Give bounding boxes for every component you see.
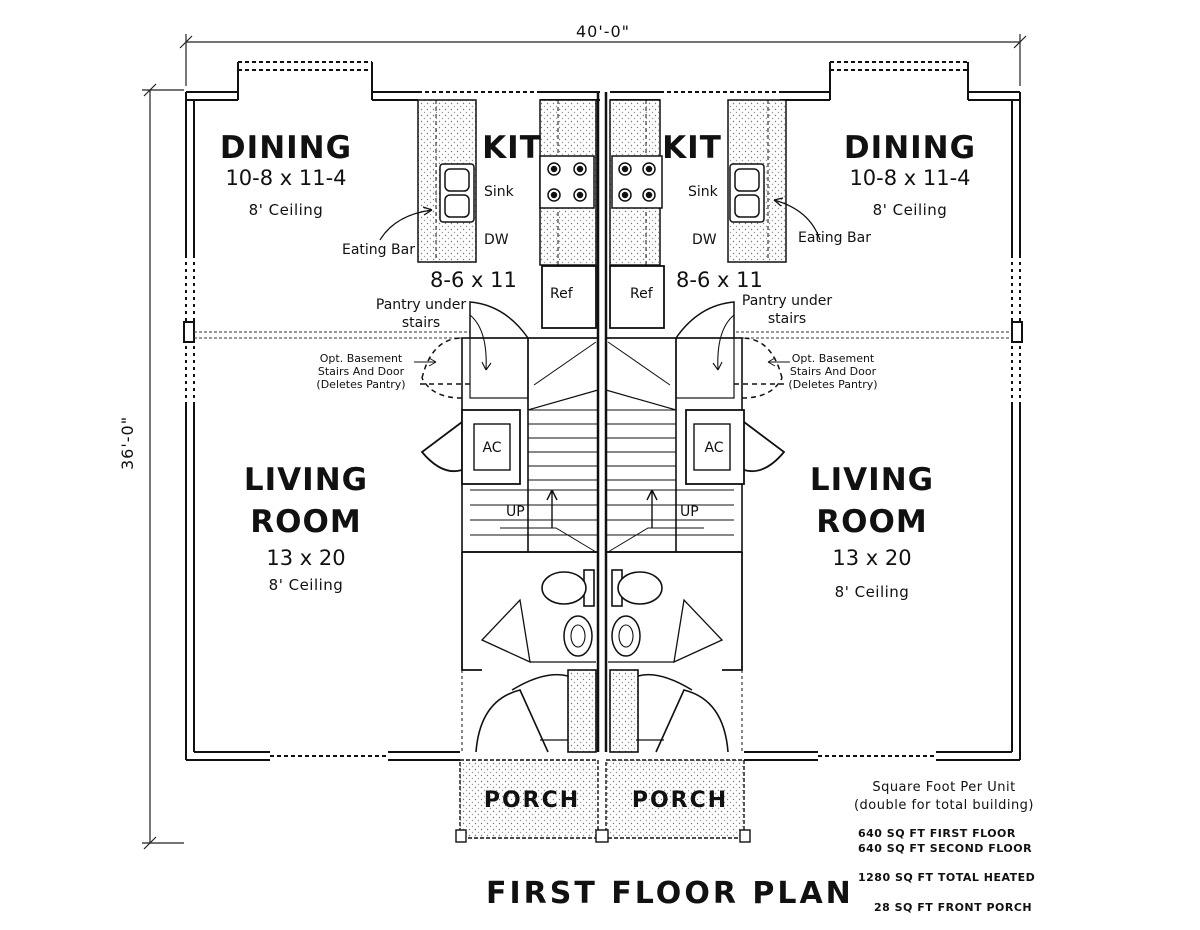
left-ref-label: Ref — [550, 286, 573, 302]
eating-bar-leader — [379, 197, 821, 241]
left-stair-up-label: UP — [506, 504, 525, 520]
entry-doors — [461, 669, 743, 753]
right-pantry-label: Pantry under stairs — [741, 293, 833, 327]
right-dining-ceiling: 8' Ceiling — [872, 201, 948, 219]
overall-width-label: 40'-0" — [575, 22, 631, 41]
left-kitchen-size: 8-6 x 11 — [430, 268, 517, 292]
left-ac-label: AC — [482, 440, 502, 456]
right-kitchen-name: KIT — [662, 130, 722, 166]
kitchen-sink-icon — [439, 163, 765, 223]
left-kitchen-name: KIT — [482, 130, 542, 166]
right-porch-label: PORCH — [631, 788, 729, 813]
left-dw-label: DW — [484, 232, 509, 248]
pantry-door — [414, 301, 790, 399]
left-pantry-label: Pantry under stairs — [375, 297, 467, 331]
left-living-name-line2: ROOM — [250, 504, 362, 540]
right-living-ceiling: 8' Ceiling — [834, 583, 910, 601]
left-living-size: 13 x 20 — [266, 546, 346, 570]
right-eating-bar-label: Eating Bar — [798, 230, 871, 246]
right-basement-note: Opt. Basement Stairs And Door (Deletes P… — [780, 352, 886, 391]
left-dining-ceiling: 8' Ceiling — [248, 201, 324, 219]
right-dining-size: 10-8 x 11-4 — [849, 166, 971, 190]
range-cooktop-icon — [539, 155, 663, 209]
left-basement-note-line: Stairs And Door — [317, 365, 405, 378]
right-basement-note-line: Opt. Basement — [791, 352, 875, 365]
right-basement-note-line: Stairs And Door — [789, 365, 877, 378]
refrigerator-icon — [541, 265, 665, 329]
right-dining-name: DINING — [843, 130, 977, 166]
sqft-heading-line1: Square Foot Per Unit — [872, 780, 1016, 795]
left-basement-note: Opt. Basement Stairs And Door (Deletes P… — [308, 352, 414, 391]
sqft-heading-line2: (double for total building) — [853, 798, 1035, 813]
plan-title: FIRST FLOOR PLAN — [486, 876, 854, 911]
sqft-line: 640 SQ FT SECOND FLOOR — [858, 842, 1033, 855]
right-living-name-line2: ROOM — [816, 504, 928, 540]
right-living-name-line1: LIVING — [809, 462, 935, 498]
sqft-line: 640 SQ FT FIRST FLOOR — [858, 827, 1016, 840]
ac-closet — [420, 409, 786, 485]
right-living-size: 13 x 20 — [832, 546, 912, 570]
dimension-lines — [142, 34, 1027, 850]
left-living-ceiling: 8' Ceiling — [268, 576, 344, 594]
left-porch-label: PORCH — [483, 788, 581, 813]
right-basement-note-line: (Deletes Pantry) — [788, 378, 878, 391]
right-stair-up-label: UP — [680, 504, 699, 520]
left-living-name-line1: LIVING — [243, 462, 369, 498]
sqft-line: 28 SQ FT FRONT PORCH — [874, 901, 1033, 914]
right-ac-label: AC — [704, 440, 724, 456]
right-dw-label: DW — [692, 232, 717, 248]
left-basement-note-line: (Deletes Pantry) — [316, 378, 406, 391]
right-sink-label: Sink — [688, 184, 718, 200]
left-basement-note-line: Opt. Basement — [319, 352, 403, 365]
room-divider — [194, 331, 1012, 339]
sqft-line: 1280 SQ FT TOTAL HEATED — [858, 871, 1036, 884]
right-ref-label: Ref — [630, 286, 653, 302]
overall-depth-label: 36'-0" — [118, 415, 137, 470]
left-dining-size: 10-8 x 11-4 — [225, 166, 347, 190]
left-sink-label: Sink — [484, 184, 514, 200]
right-kitchen-size: 8-6 x 11 — [676, 268, 763, 292]
left-eating-bar-label: Eating Bar — [342, 242, 415, 258]
left-dining-name: DINING — [219, 130, 353, 166]
porch-slab — [455, 759, 751, 843]
half-bath — [461, 551, 743, 671]
